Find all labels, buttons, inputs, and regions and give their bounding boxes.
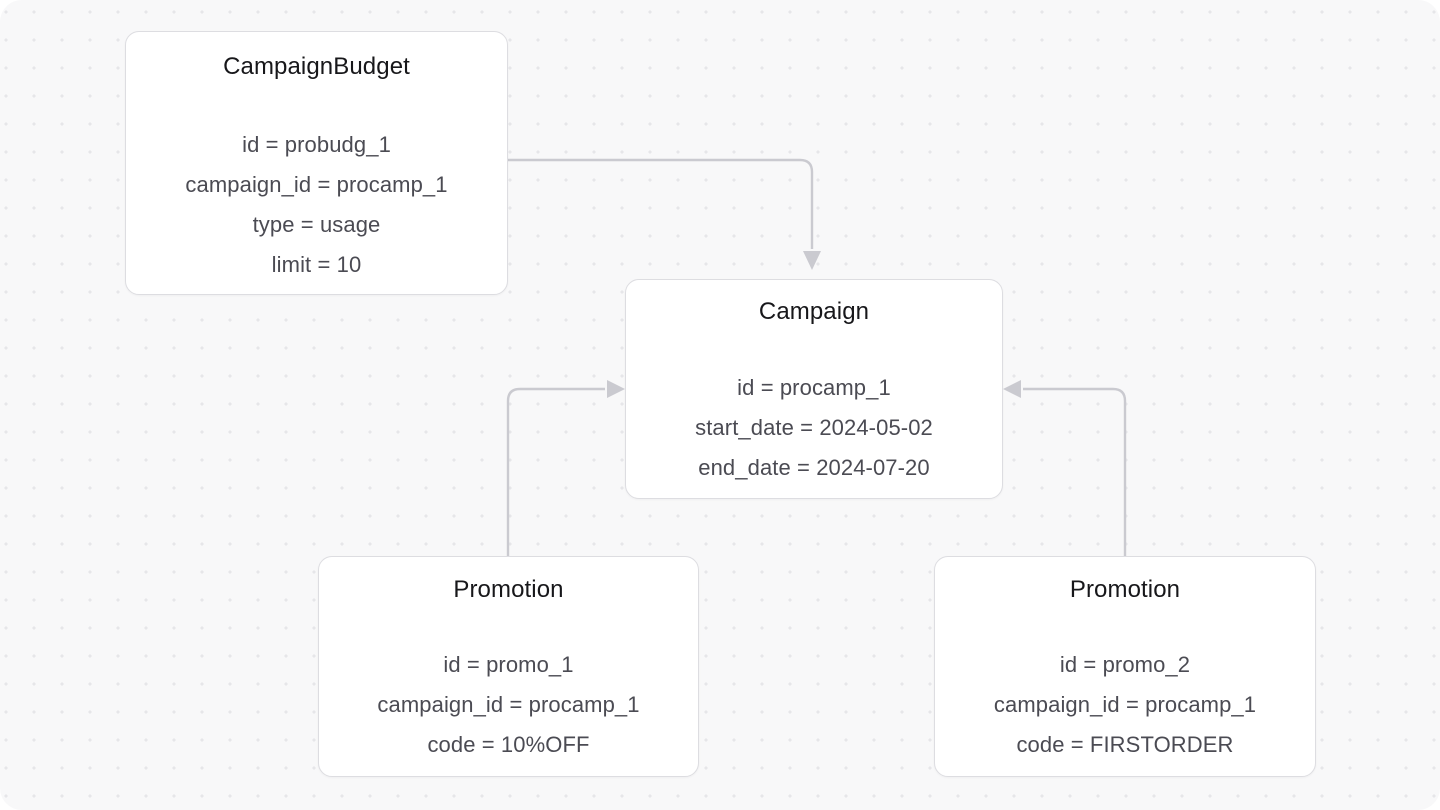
node-campaign[interactable]: Campaign id = procamp_1 start_date = 202… [625, 279, 1003, 499]
arrowhead-down-campaign [803, 251, 821, 270]
node-attribute: code = 10%OFF [427, 732, 590, 757]
edge-promotion1-to-campaign [506, 387, 605, 556]
node-attribute: code = FIRSTORDER [1016, 732, 1234, 757]
node-attribute: id = promo_2 [1059, 652, 1191, 677]
node-attribute: start_date = 2024-05-02 [695, 415, 933, 440]
node-promotion-1[interactable]: Promotion id = promo_1 campaign_id = pro… [318, 556, 699, 777]
node-attribute: limit = 10 [271, 252, 362, 277]
node-title: Promotion [1069, 576, 1181, 603]
node-attributes: id = promo_2 campaign_id = procamp_1 cod… [994, 645, 1256, 765]
node-attribute: id = procamp_1 [737, 375, 891, 400]
node-attribute: campaign_id = procamp_1 [377, 692, 640, 717]
node-attribute: id = promo_1 [443, 652, 574, 677]
node-campaign-budget[interactable]: CampaignBudget id = probudg_1 campaign_i… [125, 31, 508, 295]
node-attribute: end_date = 2024-07-20 [698, 455, 930, 480]
node-title: Promotion [453, 576, 564, 603]
node-attributes: id = probudg_1 campaign_id = procamp_1 t… [185, 125, 447, 285]
node-title: Campaign [758, 298, 870, 325]
arrowhead-right-campaign [607, 380, 625, 398]
edge-promotion2-to-campaign [1023, 387, 1127, 556]
node-attribute: campaign_id = procamp_1 [185, 172, 448, 197]
node-promotion-2[interactable]: Promotion id = promo_2 campaign_id = pro… [934, 556, 1316, 777]
node-attribute: campaign_id = procamp_1 [993, 692, 1257, 717]
node-attribute: id = probudg_1 [242, 132, 391, 157]
node-attributes: id = promo_1 campaign_id = procamp_1 cod… [377, 645, 639, 765]
edge-budget-to-campaign [508, 158, 814, 249]
node-attribute: type = usage [252, 212, 381, 237]
arrowhead-left-campaign [1003, 380, 1021, 398]
node-attributes: id = procamp_1 start_date = 2024-05-02 e… [695, 368, 933, 488]
node-title: CampaignBudget [223, 53, 410, 80]
